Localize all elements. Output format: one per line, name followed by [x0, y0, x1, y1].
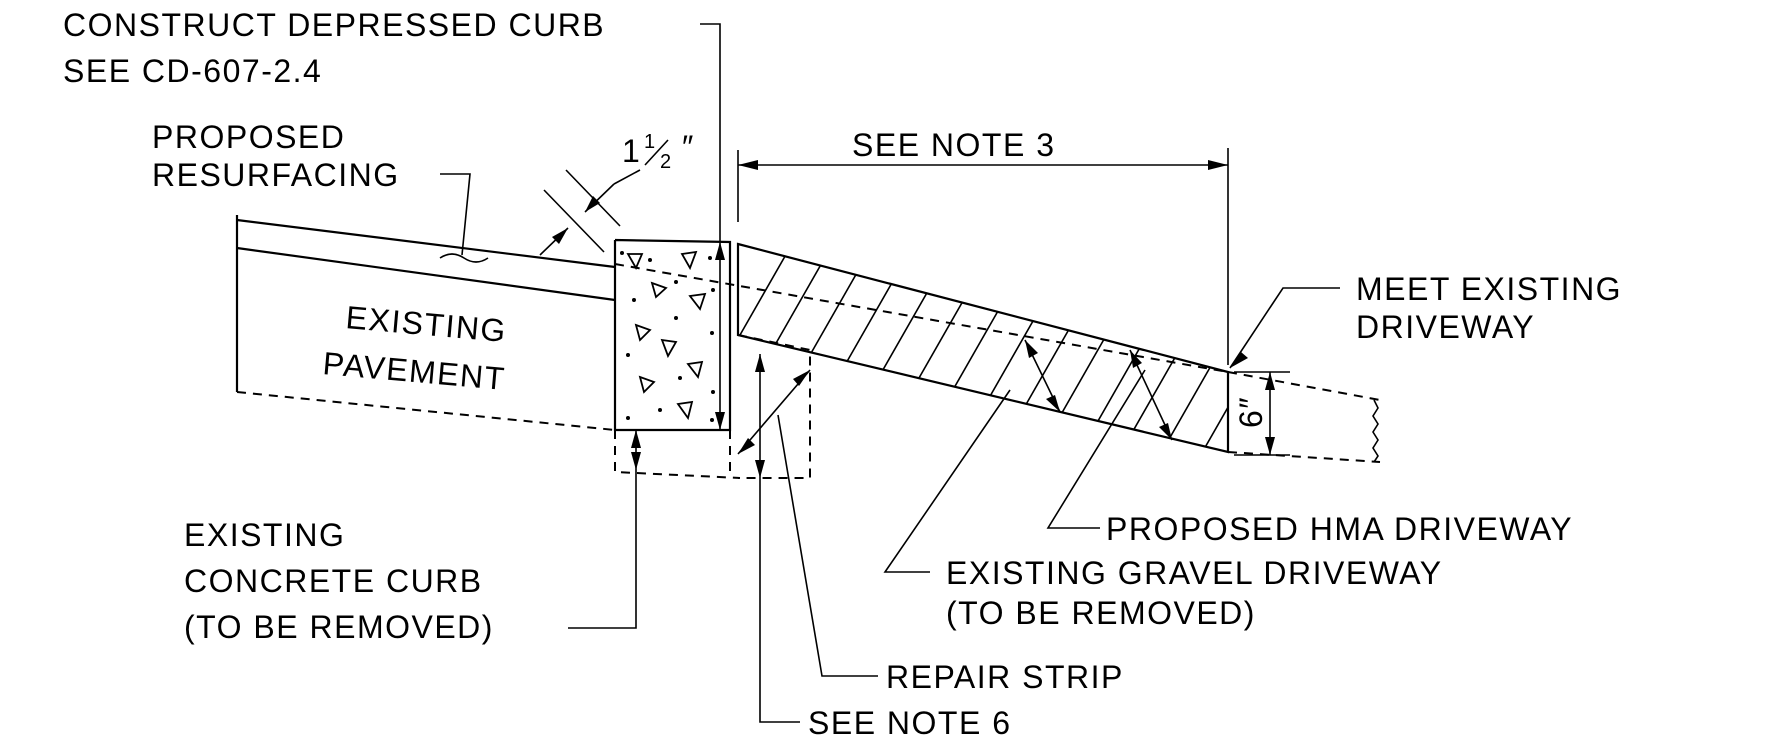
label-repair-strip: REPAIR STRIP: [886, 659, 1124, 695]
label-existing-pavement-1: EXISTING: [344, 299, 508, 349]
existing-gravel-driveway: [1227, 371, 1381, 463]
label-curb-3: (TO BE REMOVED): [184, 609, 494, 645]
label-thickness: 1 1 2 ″: [622, 129, 695, 173]
thickness-denominator: 2: [660, 151, 673, 173]
label-gravel-1: EXISTING GRAVEL DRIVEWAY: [946, 555, 1443, 591]
label-existing-pavement-2: PAVEMENT: [321, 345, 507, 397]
label-curb-1: EXISTING: [184, 517, 345, 553]
label-gravel-2: (TO BE REMOVED): [946, 595, 1256, 631]
label-meet-existing-2: DRIVEWAY: [1356, 309, 1535, 345]
label-resurfacing-1: PROPOSED: [152, 119, 345, 155]
existing-pavement: [235, 215, 616, 431]
thickness-whole: 1: [622, 133, 641, 169]
label-curb-2: CONCRETE CURB: [184, 563, 483, 599]
label-see-cd-607: SEE CD-607-2.4: [63, 53, 322, 89]
dimension-resurfacing-thickness: [539, 169, 641, 256]
dimension-six-inch: [1234, 371, 1290, 456]
leader-repair-strip: [737, 369, 878, 677]
leader-hma-arrows: [1024, 339, 1173, 441]
dimension-see-note-3: [737, 148, 1229, 365]
label-see-note-6: SEE NOTE 6: [808, 705, 1012, 741]
label-see-note-3: SEE NOTE 3: [852, 127, 1056, 163]
concrete-curb: [613, 238, 741, 479]
label-six-inch: 6″: [1233, 396, 1269, 428]
label-resurfacing-2: RESURFACING: [152, 157, 400, 193]
leader-gravel: [883, 389, 1011, 573]
leader-curb-removed: [568, 430, 641, 629]
leader-resurfacing: [439, 173, 489, 263]
thickness-numerator: 1: [644, 131, 657, 153]
label-meet-existing-1: MEET EXISTING: [1356, 271, 1622, 307]
leader-proposed-hma: [1046, 369, 1146, 529]
label-depressed-curb: CONSTRUCT DEPRESSED CURB: [63, 7, 605, 43]
leader-meet-existing: [1229, 287, 1340, 369]
leader-depressed-curb: [700, 23, 725, 430]
label-proposed-hma: PROPOSED HMA DRIVEWAY: [1106, 511, 1573, 547]
leader-see-note-6: [755, 354, 800, 723]
thickness-inch-mark: ″: [682, 129, 695, 165]
repair-strip: [737, 334, 811, 479]
